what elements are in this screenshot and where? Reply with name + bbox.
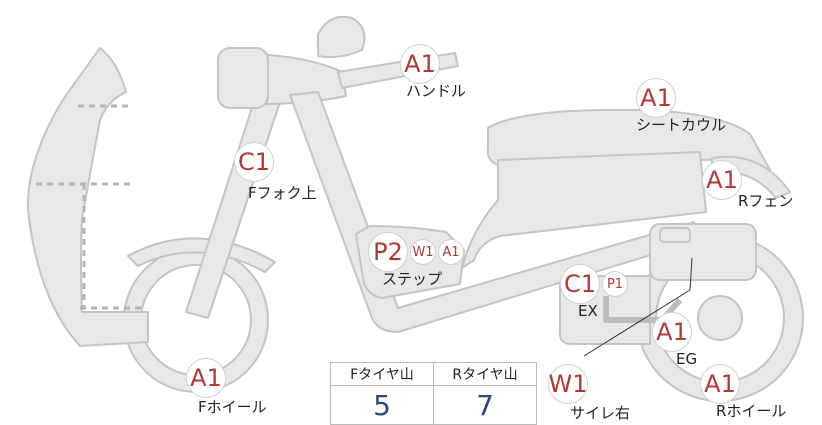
rear-tread-header: Rタイヤ山: [433, 362, 537, 386]
rating-badge: A1: [400, 44, 440, 84]
step-marker[interactable]: P2 W1 A1: [368, 232, 464, 272]
rating-badge: A1: [700, 364, 740, 404]
rating-badge: C1: [234, 142, 274, 182]
r-wheel-marker[interactable]: A1: [700, 364, 740, 404]
rating-badge: P1: [602, 271, 628, 297]
f-fork-upper-marker[interactable]: C1: [234, 142, 274, 182]
front-tread-value: 5: [330, 385, 434, 425]
seat-cowl-label: シートカウル: [636, 116, 727, 134]
rating-badge: A1: [438, 239, 464, 265]
r-wheel-label: Rホイール: [716, 402, 787, 420]
rating-badge: P2: [368, 232, 408, 272]
r-fender-marker[interactable]: A1: [702, 160, 742, 200]
front-tread-header: Fタイヤ山: [330, 362, 434, 386]
f-wheel-label: Fホイール: [198, 398, 267, 416]
exhaust-marker[interactable]: C1 P1: [560, 264, 628, 304]
rear-tread-value: 7: [433, 385, 537, 425]
f-wheel-marker[interactable]: A1: [186, 358, 226, 398]
handle-marker[interactable]: A1: [400, 44, 440, 84]
rating-badge: W1: [410, 239, 436, 265]
rating-badge: A1: [652, 312, 692, 352]
leader-line: [583, 257, 693, 357]
rating-badge: W1: [548, 364, 588, 404]
seat-cowl-marker[interactable]: A1: [636, 78, 676, 118]
rating-badge: A1: [186, 358, 226, 398]
engine-label: EG: [676, 350, 698, 368]
rating-badge: A1: [702, 160, 742, 200]
tire-tread-table: Fタイヤ山 Rタイヤ山 5 7: [330, 362, 537, 425]
r-fender-label: Rフェン: [738, 192, 794, 210]
handle-label: ハンドル: [406, 82, 467, 100]
floor-frame-shape: [289, 91, 701, 333]
f-fork-upper-label: Fフォク上: [248, 184, 317, 202]
silencer-right-label: サイレ右: [570, 404, 631, 422]
rating-badge: A1: [636, 78, 676, 118]
silencer-right-marker[interactable]: W1: [548, 364, 588, 404]
engine-marker[interactable]: A1: [652, 312, 692, 352]
exhaust-label: EX: [578, 302, 598, 320]
front-body-shape: [26, 47, 149, 347]
step-label: ステップ: [382, 270, 443, 288]
rating-badge: C1: [560, 264, 600, 304]
